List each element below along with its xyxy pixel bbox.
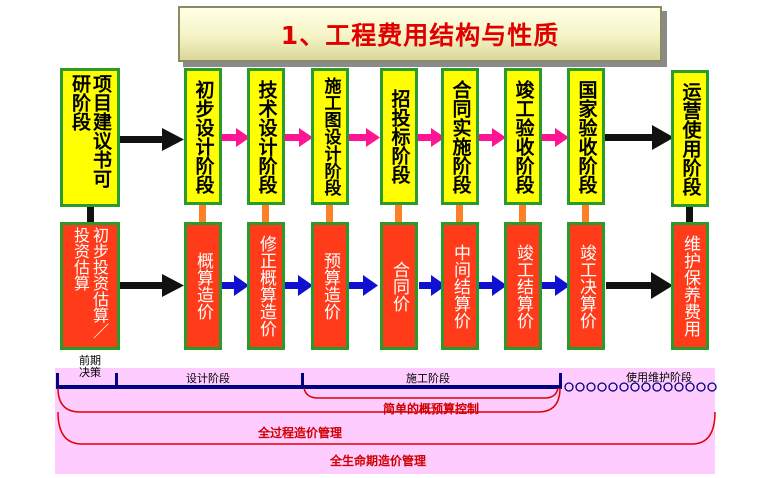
- cost-contract-price: 合同价: [380, 222, 418, 350]
- stage-label: 国家验收阶段: [575, 79, 598, 194]
- stage-bidding: 招投标阶段: [380, 68, 418, 205]
- link-7: [519, 203, 526, 222]
- top-arrow-1: [120, 128, 184, 151]
- bottom-arrow-4: [349, 275, 378, 296]
- control-label-whole-process: 全过程造价管理: [258, 426, 343, 440]
- phase-label-construction: 施工阶段: [406, 372, 450, 385]
- stage-national-acceptance: 国家验收阶段: [567, 68, 605, 205]
- timeline-bar: [57, 385, 562, 389]
- control-braces: [57, 387, 716, 445]
- cost-label: 竣工结算价: [513, 243, 533, 329]
- link-1: [87, 205, 94, 222]
- bottom-arrow-3: [284, 275, 313, 296]
- stage-label: 初步设计阶段: [192, 79, 215, 194]
- bottom-arrow-1: [120, 274, 184, 297]
- vertical-links: [87, 203, 693, 222]
- link-9: [686, 205, 693, 222]
- stage-preliminary-design: 初步设计阶段: [184, 68, 222, 205]
- bottom-arrow-2: [220, 275, 249, 296]
- top-arrow-2: [222, 128, 250, 147]
- bottom-arrows: [120, 272, 673, 299]
- cost-budget-estimate: 概算造价: [184, 222, 222, 350]
- link-3: [262, 203, 269, 222]
- link-5: [395, 203, 402, 222]
- bottom-arrow-6: [478, 275, 507, 296]
- top-arrow-8: [605, 125, 674, 150]
- page-title: 1、工程费用结构与性质: [280, 21, 560, 50]
- stage-label: 竣工验收阶段: [512, 79, 535, 194]
- cost-label: 预算造价: [320, 252, 340, 320]
- cost-label: 概算造价: [193, 252, 213, 320]
- stage-operation: 运营使用阶段: [671, 70, 709, 207]
- bottom-arrow-8: [606, 272, 673, 299]
- stage-label: 合同实施阶段: [449, 79, 472, 194]
- stage-proposal: 项目建议书可研阶段: [60, 68, 120, 207]
- stage-contract-execution: 合同实施阶段: [441, 68, 479, 205]
- brace-whole-process: [57, 387, 561, 413]
- top-arrows: [120, 125, 674, 151]
- timeline-tick-design: [301, 373, 304, 389]
- cost-label: 中间结算价: [450, 243, 470, 329]
- top-arrow-5: [417, 128, 445, 147]
- cost-completion-settlement: 竣工结算价: [504, 222, 542, 350]
- usage-dots: [564, 382, 717, 392]
- stage-construction-drawing: 施工图设计阶段: [311, 68, 349, 205]
- cost-label: 初步投资估算／投资估算: [71, 227, 109, 339]
- bottom-arrow-7: [541, 275, 570, 296]
- phase-label-design: 设计阶段: [186, 372, 230, 385]
- stage-label: 技术设计阶段: [255, 79, 278, 194]
- cost-label: 合同价: [389, 260, 409, 312]
- cost-interim-settlement: 中间结算价: [441, 222, 479, 350]
- stage-completion-acceptance: 竣工验收阶段: [504, 68, 542, 205]
- title-banner: 1、工程费用结构与性质: [178, 6, 662, 62]
- cost-investment-estimate: 初步投资估算／投资估算: [60, 222, 120, 350]
- top-arrow-3: [285, 128, 313, 147]
- link-6: [456, 203, 463, 222]
- stage-label: 招投标阶段: [388, 89, 411, 184]
- brace-simple: [303, 387, 559, 399]
- stage-technical-design: 技术设计阶段: [247, 68, 285, 205]
- link-4: [326, 203, 333, 222]
- cost-label: 维护保养费用: [680, 235, 700, 337]
- cost-revised-estimate: 修正概算造价: [247, 222, 285, 350]
- top-arrow-6: [478, 128, 506, 147]
- top-arrow-4: [349, 128, 380, 147]
- cost-budget-price: 预算造价: [311, 222, 349, 350]
- link-8: [582, 203, 589, 222]
- phase-label-decision: 前期决策: [79, 354, 101, 379]
- cost-label: 竣工决算价: [576, 243, 596, 329]
- cost-final-accounts: 竣工决算价: [567, 222, 605, 350]
- stage-label: 施工图设计阶段: [320, 77, 341, 196]
- stage-label: 运营使用阶段: [679, 81, 702, 196]
- bottom-arrow-5: [419, 275, 446, 296]
- timeline-tick-left: [56, 373, 59, 389]
- top-arrow-7: [541, 128, 569, 147]
- stage-label: 项目建议书可研阶段: [69, 73, 112, 188]
- phase-label-usage: 使用维护阶段: [626, 371, 692, 384]
- control-label-life-cycle: 全生命期造价管理: [330, 454, 427, 468]
- timeline-tick-decision: [115, 373, 118, 389]
- cost-maintenance: 维护保养费用: [671, 222, 709, 350]
- link-2: [199, 203, 206, 222]
- timeline: [56, 373, 717, 392]
- control-label-simple: 简单的概预算控制: [383, 402, 480, 416]
- brace-life-cycle: [57, 411, 716, 445]
- cost-label: 修正概算造价: [256, 235, 276, 337]
- timeline-tick-construction: [559, 373, 562, 389]
